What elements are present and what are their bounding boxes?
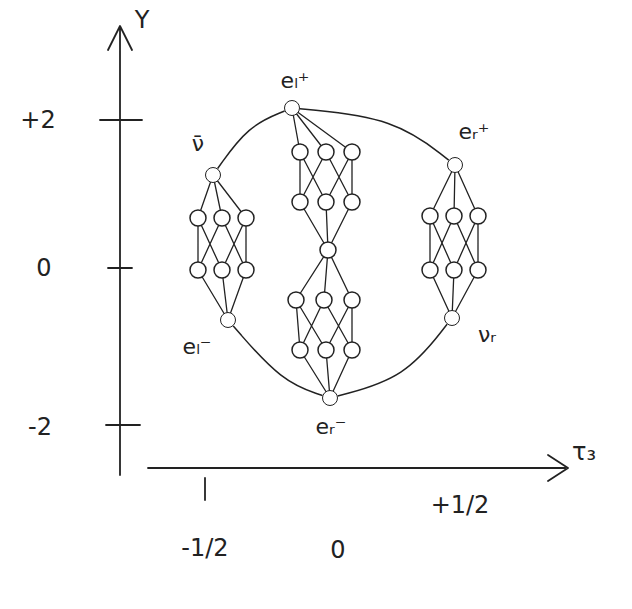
lattice-circle	[446, 262, 462, 278]
lattice-circle	[238, 210, 254, 226]
lattice-circle	[344, 144, 360, 160]
left-lattice-lines	[198, 175, 246, 320]
x-tick	[204, 478, 206, 500]
particle-label: eᵣ⁻	[314, 415, 349, 439]
lattice-circle	[446, 208, 462, 224]
axis-label: -2	[28, 414, 52, 440]
lattice-circle	[344, 292, 360, 308]
lattice-circle	[190, 210, 206, 226]
connector-line	[233, 326, 322, 395]
state-node: νᵣ	[444, 310, 460, 326]
lattice-circle	[318, 144, 334, 160]
lattice-circle	[318, 194, 334, 210]
axis-label: -1/2	[181, 535, 228, 561]
connector-line	[338, 324, 447, 396]
connector-line	[300, 109, 449, 160]
axis-label: +1/2	[431, 492, 490, 518]
lattice-circle	[190, 262, 206, 278]
lattice-circle	[214, 262, 230, 278]
lattice-circle	[470, 262, 486, 278]
state-node: eₗ⁻	[220, 312, 236, 328]
y-axis	[108, 26, 132, 475]
lattice-circle	[470, 208, 486, 224]
particle-label: ν̄	[190, 132, 206, 156]
state-node: ν̄	[205, 167, 221, 183]
y-ticks	[100, 120, 142, 425]
lattice-circle	[238, 262, 254, 278]
particle-label: eᵣ⁺	[457, 120, 492, 144]
particle-label: eₗ⁺	[279, 69, 312, 93]
connector-line	[218, 111, 285, 168]
lattice-circle	[422, 208, 438, 224]
lattice-circle	[344, 342, 360, 358]
lattice-circle	[422, 262, 438, 278]
state-node: eₗ⁺	[284, 100, 300, 116]
right-lattice-lines	[430, 165, 478, 318]
state-node: eᵣ⁺	[447, 157, 463, 173]
axis-label: Y	[135, 7, 150, 33]
axis-label: 0	[330, 537, 345, 563]
particle-label: νᵣ	[476, 323, 498, 347]
lattice-circle	[292, 342, 308, 358]
lattice-circle	[288, 292, 304, 308]
axis-label: +2	[20, 107, 55, 133]
axis-label: 0	[36, 255, 51, 281]
lattice-circle	[318, 342, 334, 358]
lattice-circle	[292, 144, 308, 160]
middle-lattice-lines	[292, 108, 352, 398]
lattice-circle	[344, 194, 360, 210]
x-axis	[148, 455, 568, 481]
lattice-circle	[316, 292, 332, 308]
particle-label: eₗ⁻	[181, 335, 214, 359]
lattice-circle	[292, 194, 308, 210]
lattice-circle	[320, 242, 336, 258]
state-node: eᵣ⁻	[322, 390, 338, 406]
lattice-circle	[214, 210, 230, 226]
axis-label: τ₃	[572, 439, 596, 465]
